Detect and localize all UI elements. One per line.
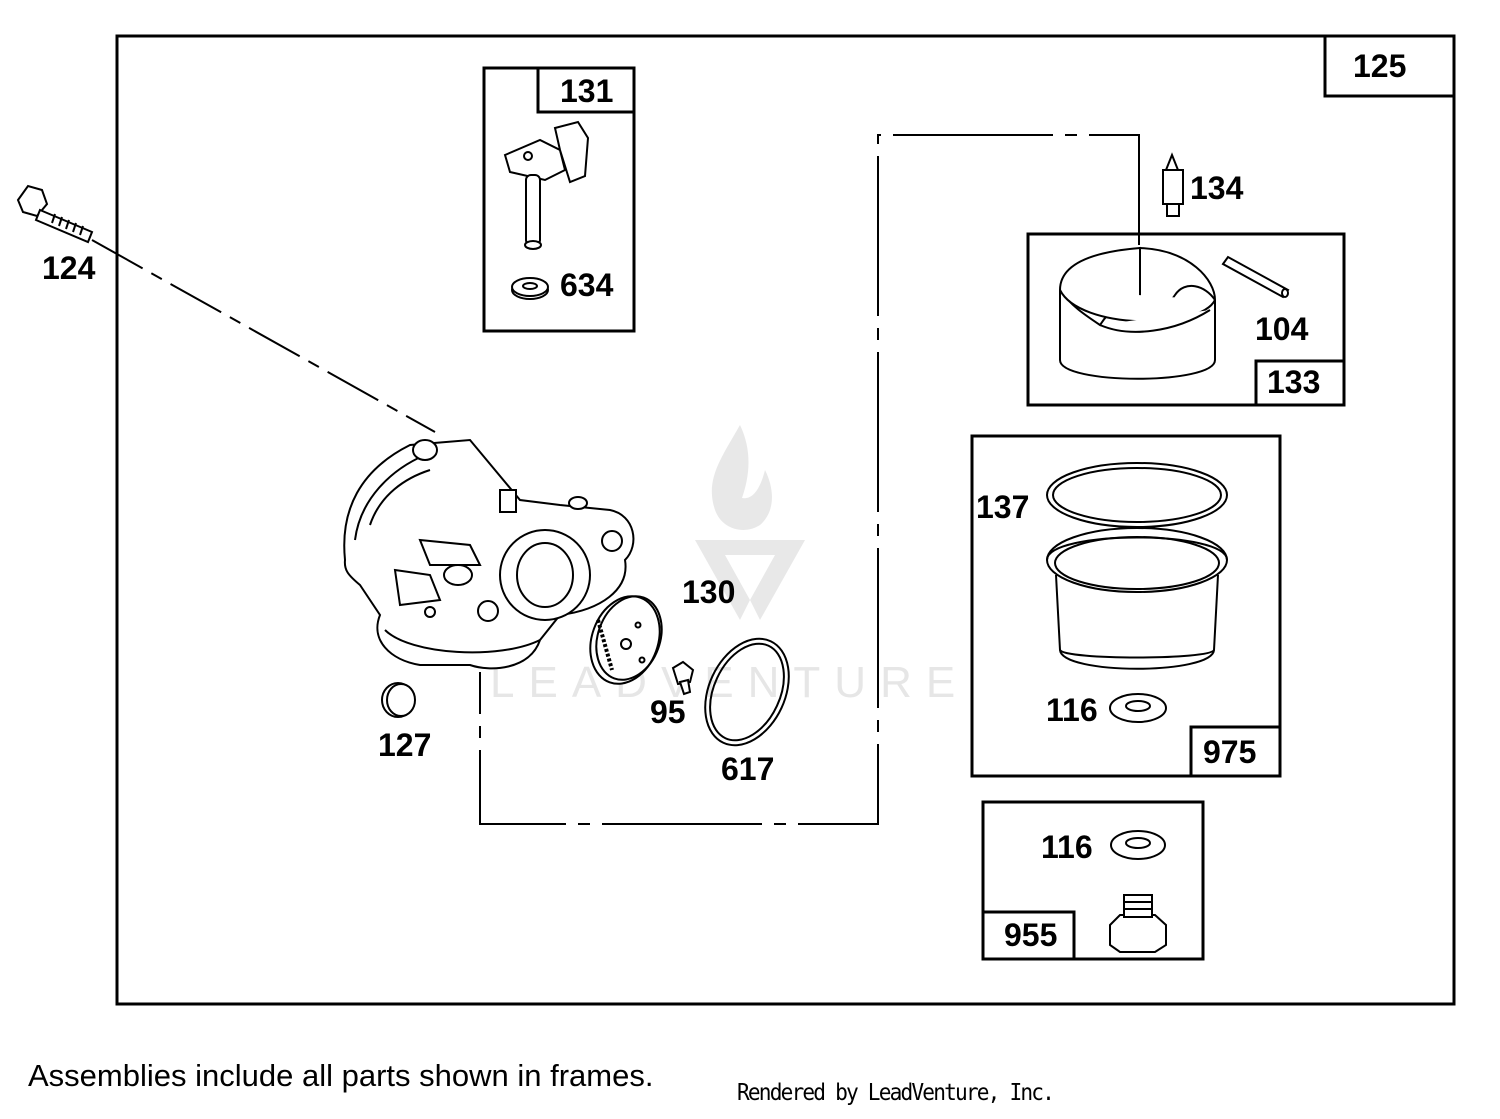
assembly-number: 125 bbox=[1353, 48, 1406, 84]
choke-plate-part-130 bbox=[589, 595, 663, 685]
part-label-634: 634 bbox=[560, 267, 614, 303]
gasket-part-137 bbox=[1046, 462, 1228, 528]
float-part bbox=[1058, 246, 1217, 380]
part-label-116-b: 116 bbox=[1041, 829, 1093, 865]
footer-credit: Rendered by LeadVenture, Inc. bbox=[737, 1080, 1055, 1106]
float-bowl-part bbox=[1046, 527, 1228, 670]
watermark-text: LEADVENTURE bbox=[490, 658, 969, 707]
kit-number-box-131 bbox=[536, 66, 636, 114]
leader-line-124 bbox=[91, 239, 436, 433]
part-label-134: 134 bbox=[1190, 170, 1244, 206]
needle-part-134 bbox=[1162, 152, 1184, 217]
part-label-116-a: 116 bbox=[1046, 692, 1098, 728]
washer-part-116-in-975 bbox=[1109, 693, 1167, 723]
bowl-nut-part bbox=[1109, 894, 1167, 953]
throttle-shaft-part bbox=[503, 120, 590, 250]
screw-part-95 bbox=[671, 660, 695, 696]
washer-part-116-in-955 bbox=[1110, 830, 1166, 860]
kit-frame-975 bbox=[970, 434, 1282, 778]
part-label-617: 617 bbox=[721, 751, 774, 787]
kit-number-box-975 bbox=[1189, 725, 1282, 778]
part-label-137: 137 bbox=[976, 489, 1029, 525]
part-label-975: 975 bbox=[1203, 734, 1256, 770]
kit-number-box-955 bbox=[981, 910, 1076, 961]
kit-frame-133 bbox=[1026, 232, 1346, 407]
part-label-124: 124 bbox=[42, 250, 96, 286]
float-pin-part-104 bbox=[1221, 255, 1290, 299]
part-label-95: 95 bbox=[650, 694, 686, 730]
assembly-frame bbox=[115, 34, 1456, 1006]
part-label-955: 955 bbox=[1004, 917, 1057, 953]
assembly-number-box bbox=[1323, 34, 1456, 98]
carburetor-body bbox=[343, 438, 635, 670]
bolt-part-124 bbox=[16, 184, 94, 244]
kit-frame-955 bbox=[981, 800, 1205, 961]
part-label-127: 127 bbox=[378, 727, 431, 763]
seal-part-634 bbox=[511, 277, 549, 300]
kit-number-box-133 bbox=[1254, 359, 1346, 407]
part-label-131: 131 bbox=[560, 73, 613, 109]
gasket-part-617 bbox=[704, 637, 790, 747]
part-label-104: 104 bbox=[1255, 311, 1309, 347]
footer-note: Assemblies include all parts shown in fr… bbox=[28, 1058, 654, 1093]
part-label-133: 133 bbox=[1267, 364, 1320, 400]
connector-line-float bbox=[479, 134, 1140, 825]
welch-plug-part-127 bbox=[381, 682, 416, 718]
part-label-130: 130 bbox=[682, 574, 735, 610]
